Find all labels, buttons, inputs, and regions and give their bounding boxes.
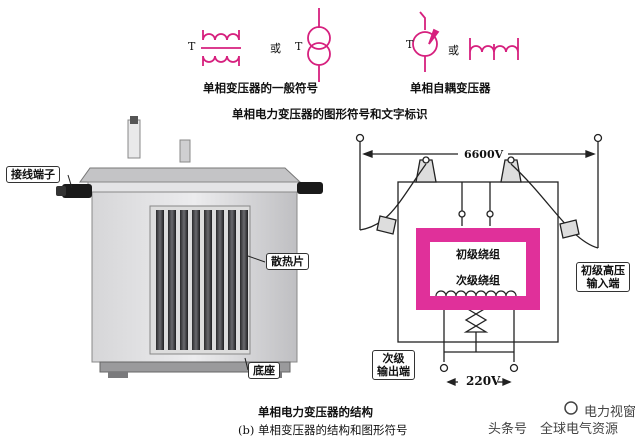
primary-terminal-right (593, 133, 603, 143)
secondary-terminal-left (439, 363, 449, 373)
or-label-2: 或 (448, 44, 459, 57)
terminal-connector (56, 184, 92, 198)
transformer-circle-symbol (307, 8, 331, 82)
radiator-fins (149, 205, 251, 355)
watermark-part3: 电力视窗 (584, 405, 637, 420)
tank-outline (397, 181, 559, 343)
symbol-letter-t3: T (406, 38, 414, 51)
label-base: 底座 (248, 362, 280, 379)
watermark-part2: 全球电气资源 (540, 422, 619, 437)
autotransformer-circle-symbol (412, 11, 440, 72)
base (99, 361, 291, 373)
label-radiator: 散热片 (266, 253, 309, 270)
terminal-connector (297, 182, 323, 194)
caption-autotransformer: 单相自耦变压器 (410, 81, 491, 95)
voltage-secondary: 220V (466, 374, 501, 388)
top-bushing (179, 139, 191, 163)
secondary-output-line2: 输出端 (377, 365, 410, 378)
transformer-photo (56, 116, 323, 378)
symbol-letter-t1: T (188, 40, 196, 53)
top-bushing (127, 119, 141, 159)
transformer-core (416, 228, 540, 310)
caption-general-symbol: 单相变压器的一般符号 (203, 81, 318, 95)
autotransformer-coil-symbol (469, 38, 519, 60)
watermark-logo-icon (564, 401, 578, 415)
transformer-coil-symbol (201, 30, 241, 66)
or-label-1: 或 (270, 42, 281, 55)
label-primary-winding: 初级绕组 (456, 248, 500, 261)
voltage-primary: 6600V (464, 148, 504, 161)
symbol-letter-t2: T (295, 40, 303, 53)
caption-figure-b: (b) 单相变压器的结构和图形符号 (238, 423, 408, 437)
watermark-part1: 头条号 (488, 422, 528, 437)
secondary-output-line1: 次级 (382, 352, 405, 365)
label-terminal: 接线端子 (6, 166, 60, 183)
primary-input-line1: 初级高压 (581, 264, 625, 277)
label-primary-input: 初级高压 输入端 (576, 262, 630, 292)
primary-input-line2: 输入端 (586, 277, 620, 290)
schematic-svg (355, 133, 603, 386)
primary-terminal-left (355, 133, 365, 143)
symbols-svg (201, 8, 519, 82)
caption-structure: 单相电力变压器的结构 (258, 405, 373, 419)
secondary-terminal-right (509, 363, 519, 373)
label-secondary-winding: 次级绕组 (456, 274, 500, 287)
figure-title: 单相电力变压器的图形符号和文字标识 (232, 107, 428, 121)
label-secondary-output: 次级 输出端 (372, 350, 415, 380)
